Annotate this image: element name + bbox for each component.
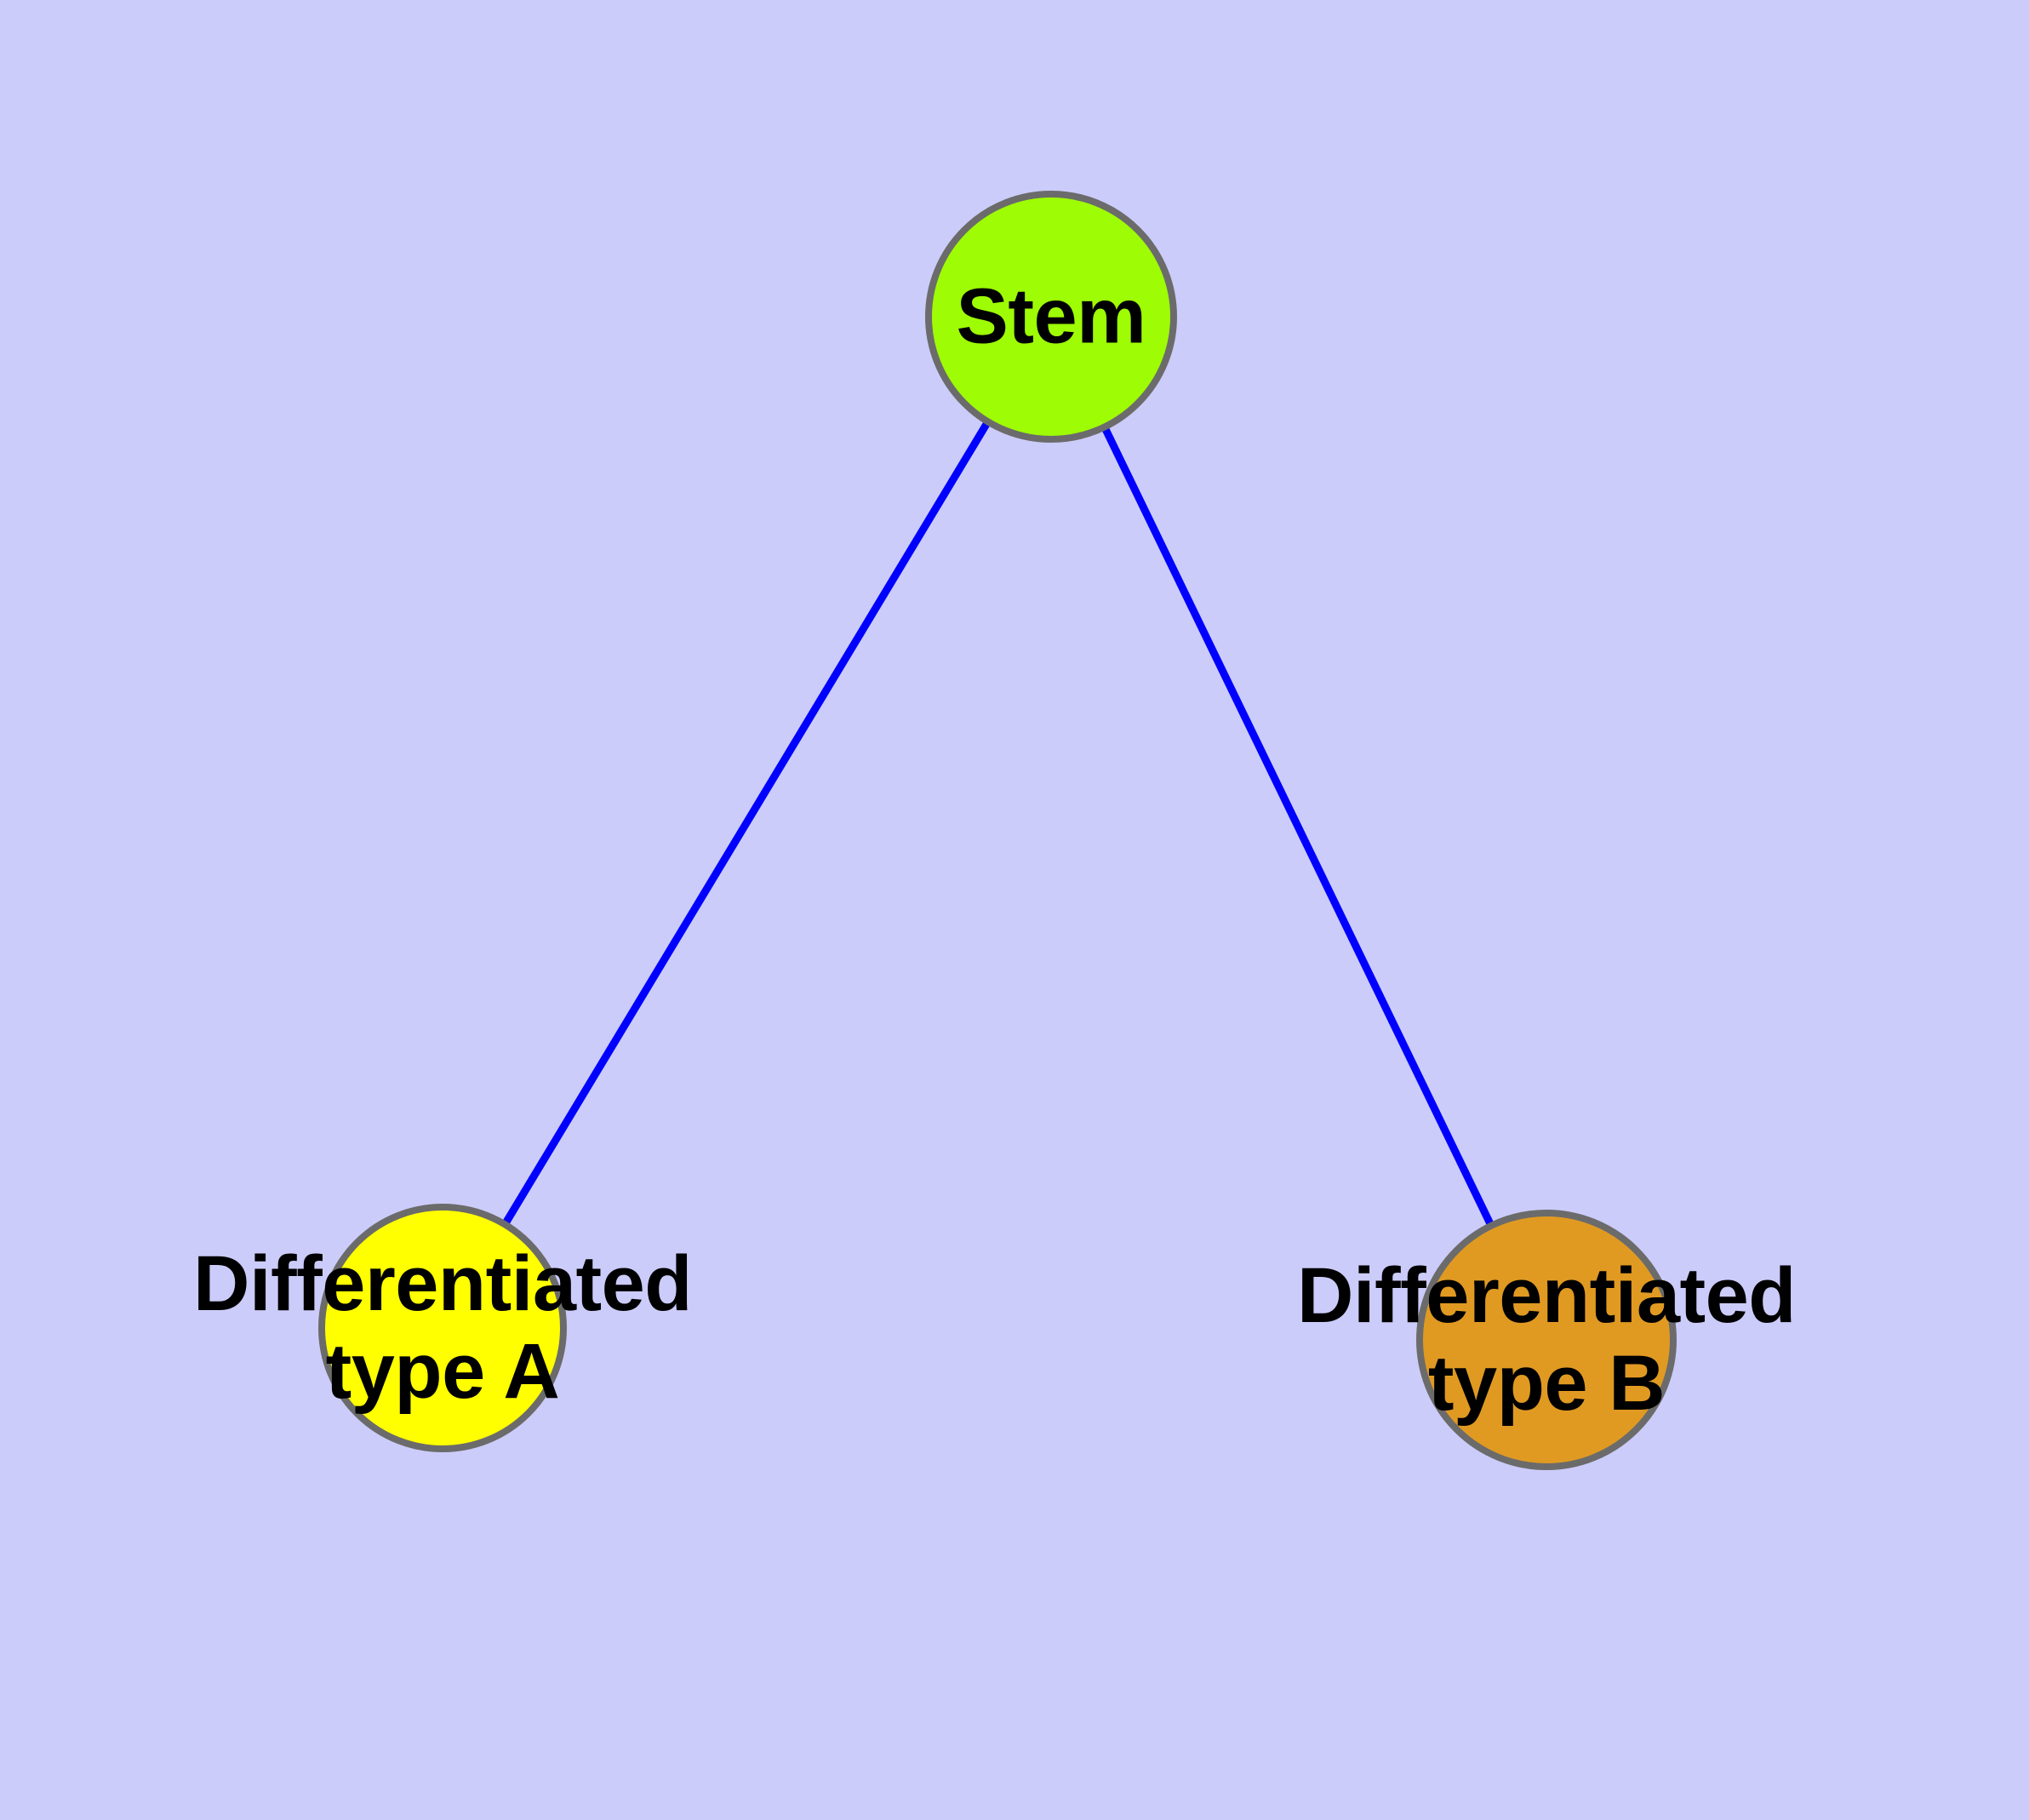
graph-edge: [502, 421, 991, 1225]
graph-node-stem[interactable]: Stem: [925, 191, 1177, 443]
graph-edge: [1101, 426, 1495, 1227]
graph-node-label-stem: Stem: [957, 272, 1146, 360]
graph-node-label-line: Stem: [956, 272, 1146, 360]
